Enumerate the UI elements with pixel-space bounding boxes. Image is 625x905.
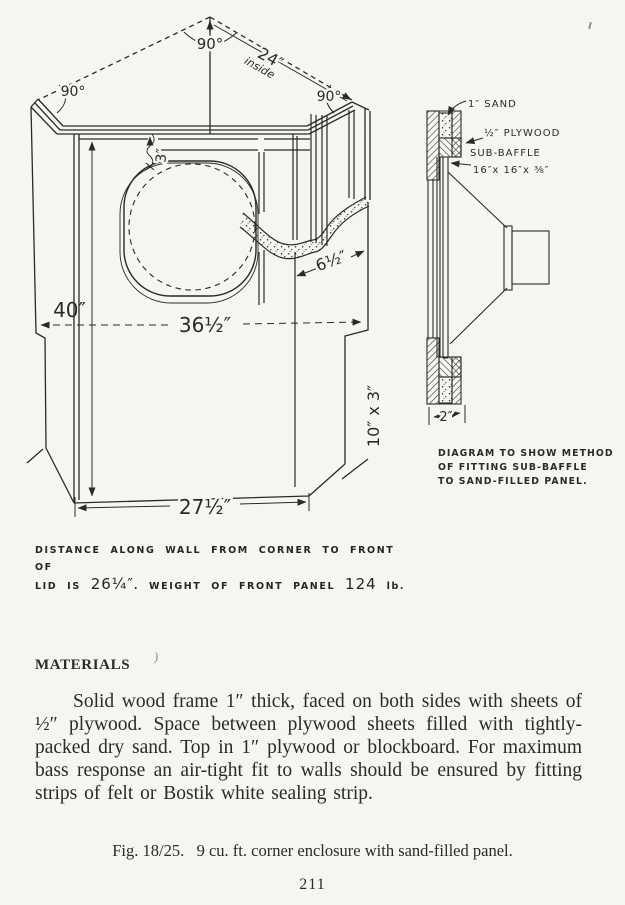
inside-dim-label-group: 24″ inside <box>240 41 290 84</box>
panel-and-subbaffle-lines <box>427 110 461 405</box>
cutout-dashed-circle <box>128 163 256 291</box>
detail-leaders <box>428 100 484 425</box>
subbaffle-leader <box>450 160 472 168</box>
cutaway-framing <box>258 110 355 487</box>
speaker-cutout <box>119 160 259 304</box>
panel-note-line2-b: . WEIGHT OF FRONT PANEL <box>133 581 336 592</box>
front-panel-outline <box>73 134 369 504</box>
panel-note-line2-a: LID IS <box>35 581 81 592</box>
panel-note-value2: 124 <box>345 575 377 593</box>
dim-foot-label-group: 10″ x 3″ <box>364 385 383 447</box>
dim-6-line-right <box>350 250 365 258</box>
inside-dim-line <box>213 24 348 102</box>
panel-note-line2: LID IS 26¼″. WEIGHT OF FRONT PANEL 124 l… <box>35 576 415 595</box>
materials-heading: MATERIALS <box>35 657 131 673</box>
angle-arcs <box>56 31 335 114</box>
frame-posts <box>258 110 355 487</box>
front-panel <box>73 133 369 504</box>
angle-left-label: 90° <box>61 84 86 100</box>
angle-right-label: 90° <box>317 89 342 105</box>
panel-note: DISTANCE ALONG WALL FROM CORNER TO FRONT… <box>35 542 415 595</box>
materials-paragraph: Solid wood frame 1″ thick, faced on both… <box>35 691 582 804</box>
speaker-magnet <box>511 230 550 285</box>
scan-mark: ) <box>153 648 160 665</box>
subbaffle-label: SUB-BAFFLE <box>470 148 541 159</box>
sand-band-edges <box>239 196 370 260</box>
panel-note-value1: 26¼″ <box>90 575 134 593</box>
left-wing <box>26 106 75 504</box>
sand-band-fill <box>240 197 369 259</box>
panel-section-bottom <box>426 337 462 405</box>
sand-label: 1″ SAND <box>468 99 517 110</box>
panel-section-top <box>426 110 462 181</box>
wall-arrow <box>341 92 352 101</box>
dim-27-line-left <box>77 504 171 512</box>
panel-break-squiggle <box>146 133 155 167</box>
cutout-outer-edge <box>123 160 257 297</box>
dim-2-label: 2″ <box>439 410 452 425</box>
detail-caption-line2: OF FITTING SUB-BAFFLE <box>438 462 588 473</box>
cutout-inner-sheet-edge <box>119 162 259 304</box>
speaker-front-ring <box>503 225 513 291</box>
inner-plywood-top <box>451 110 462 158</box>
dim-3-label-group: 3″ <box>151 145 173 165</box>
dim-2-arrow-left <box>433 412 443 420</box>
detail-caption-line1: DIAGRAM TO SHOW METHOD <box>438 448 614 459</box>
dim-27-line-right <box>239 498 307 506</box>
inner-plywood-bottom <box>451 356 462 405</box>
panel-note-line1: DISTANCE ALONG WALL FROM CORNER TO FRONT… <box>35 545 395 573</box>
technical-drawing: 90° 90° 90° 24″ inside <box>26 16 614 519</box>
sand-leader <box>447 100 467 116</box>
corner-wall-guides <box>37 16 353 134</box>
dim-36-line-right <box>242 318 362 326</box>
subbaffle-size-label: 16″x 16″x ⅜″ <box>473 165 550 176</box>
wall-dashed-lines <box>37 16 353 101</box>
plywood-label: ½″ PLYWOOD <box>484 127 560 139</box>
detail-caption-line3: TO SAND-FILLED PANEL. <box>438 476 588 487</box>
sand-fill-top <box>438 112 453 139</box>
right-wing-outline <box>344 202 369 464</box>
sand-cutaway-band <box>239 196 370 260</box>
dim-2-arrow-right <box>451 410 461 418</box>
subbaffle-detail: 1″ SAND ½″ PLYWOOD SUB-BAFFLE 16″x 16″x … <box>426 99 614 487</box>
dimensions <box>40 136 365 517</box>
sand-fill-bottom <box>438 376 453 404</box>
right-wing <box>344 202 369 464</box>
dim-3-label: 3″ <box>153 148 170 163</box>
dim-36-label: 36½″ <box>179 313 231 337</box>
angle-apex-label: 90° <box>197 35 224 53</box>
dim-3-end-mark <box>145 162 155 171</box>
lid-edges <box>30 98 371 200</box>
dim-27-ticks <box>74 493 310 517</box>
dim-27-label: 27½″ <box>179 495 231 519</box>
page-number: 211 <box>299 876 326 893</box>
dim-6-line-left <box>296 267 319 277</box>
dim-foot-label: 10″ x 3″ <box>364 385 383 447</box>
dim-2-ticks <box>428 405 466 425</box>
dim-40-label: 40″ <box>53 298 86 322</box>
speaker-profile <box>447 171 550 345</box>
panel-note-line2-c: lb. <box>386 581 406 592</box>
plywood-leader <box>465 137 484 144</box>
speaker-cone-lines <box>447 171 508 345</box>
figure-caption: Fig. 18/25. 9 cu. ft. corner enclosure w… <box>112 841 513 860</box>
left-wing-outline <box>26 106 75 504</box>
cabinet-lid <box>30 98 371 200</box>
